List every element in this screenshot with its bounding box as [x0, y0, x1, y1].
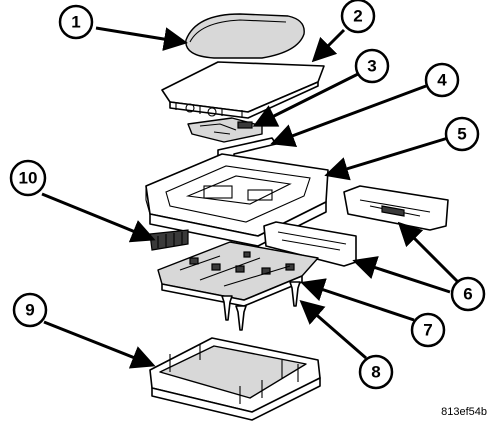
callout-4-label: 4 — [437, 71, 447, 90]
part-bracket — [187, 117, 263, 143]
part-upper-cover — [161, 61, 325, 119]
callout-7-label: 7 — [423, 321, 432, 340]
figure-code: 813ef54b — [441, 406, 487, 418]
callout-5: 5 — [444, 116, 480, 152]
part-screws — [221, 281, 301, 331]
callout-10-label: 10 — [19, 169, 38, 188]
callout-9-label: 9 — [25, 301, 34, 320]
callout-1-label: 1 — [71, 13, 80, 32]
callout-6-label: 6 — [463, 285, 472, 304]
callout-1: 1 — [58, 4, 94, 40]
part-side-rail-upper — [343, 185, 449, 231]
callout-3-label: 3 — [367, 57, 376, 76]
callout-9: 9 — [12, 292, 48, 328]
callout-10: 10 — [9, 159, 47, 197]
part-circuit-board — [157, 241, 319, 307]
callout-4: 4 — [424, 62, 460, 98]
callout-2: 2 — [340, 0, 376, 34]
callout-8: 8 — [358, 354, 394, 390]
callout-2-label: 2 — [353, 7, 362, 26]
callout-6: 6 — [450, 276, 486, 312]
part-pin-header — [149, 229, 189, 251]
part-bottom-tray — [149, 337, 321, 421]
callout-3: 3 — [354, 48, 390, 84]
callout-8-label: 8 — [371, 363, 380, 382]
callout-7: 7 — [410, 312, 446, 348]
part-cover-pad — [185, 13, 305, 59]
callout-5-label: 5 — [457, 125, 466, 144]
leader-lines — [41, 26, 462, 369]
